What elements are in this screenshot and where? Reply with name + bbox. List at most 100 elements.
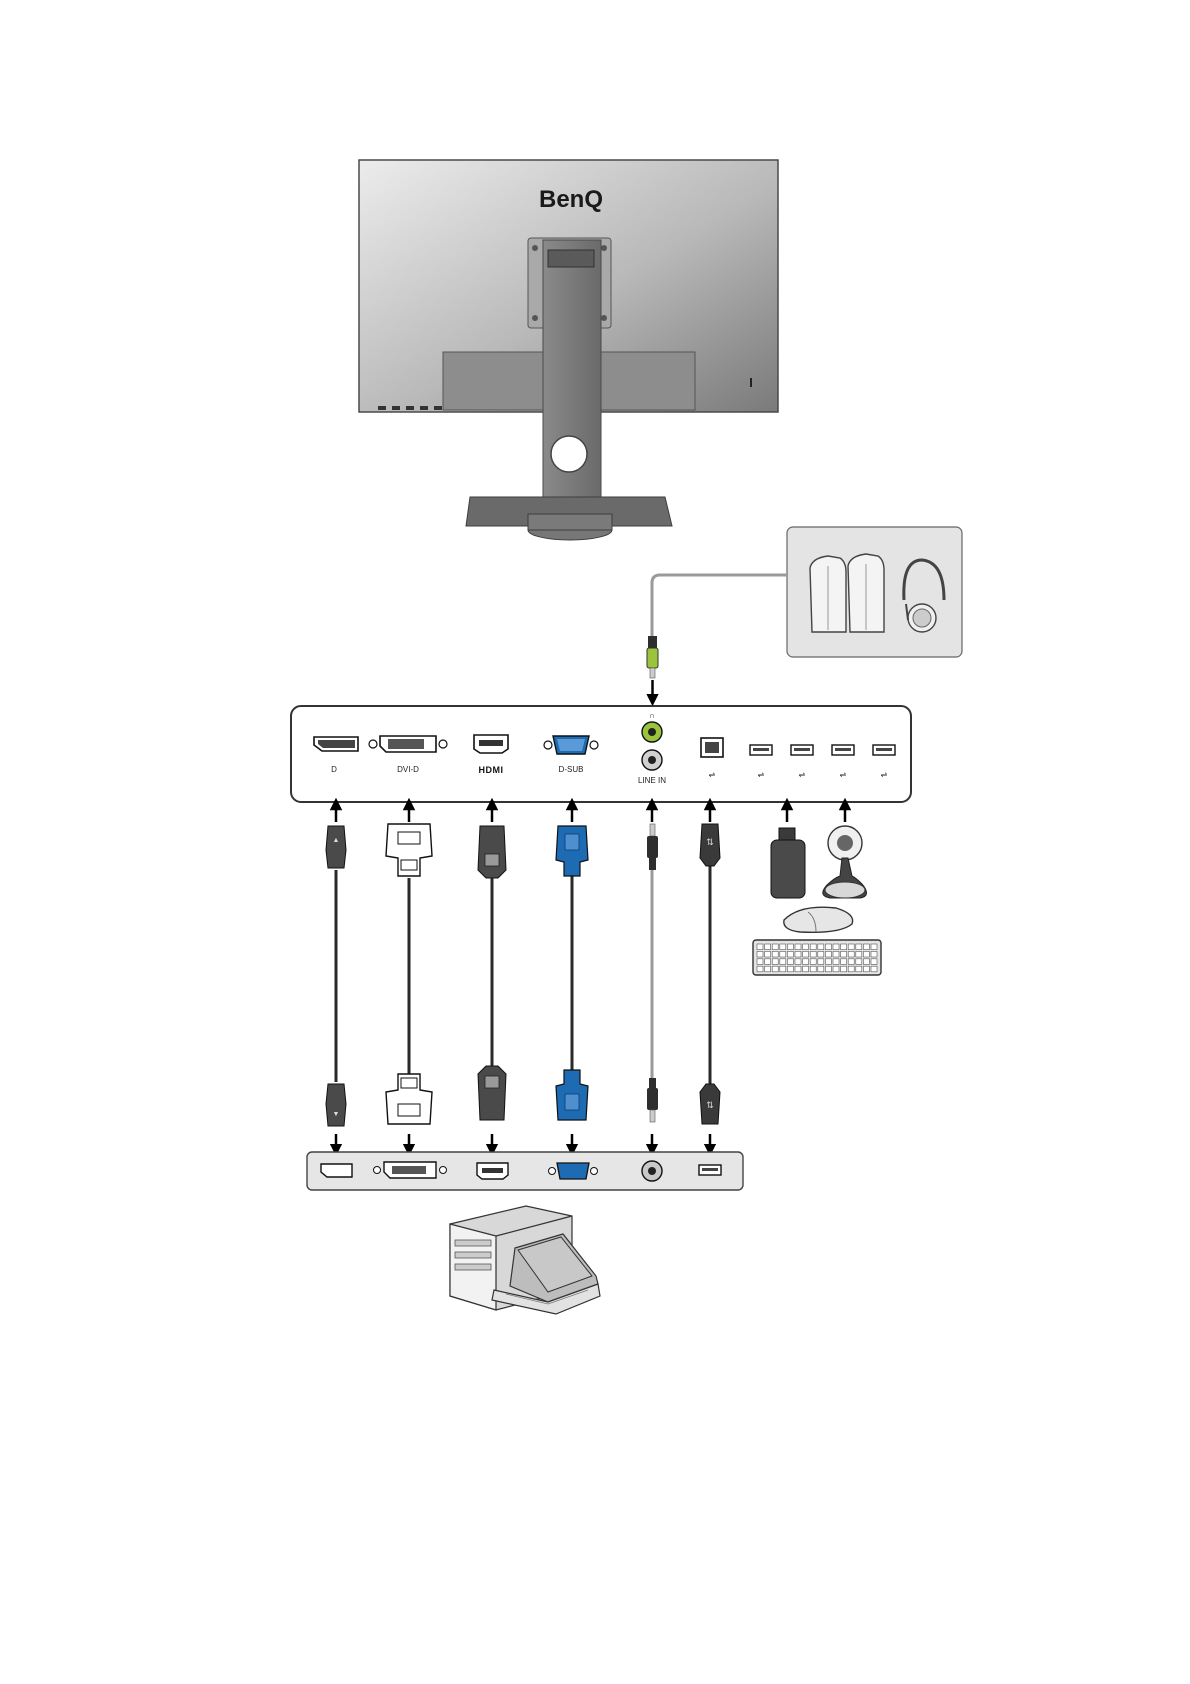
keyboard-key xyxy=(841,951,847,957)
keyboard-key xyxy=(871,944,877,950)
svg-text:⇅: ⇅ xyxy=(706,837,714,847)
mouse-icon xyxy=(784,907,853,932)
cable-hole xyxy=(551,436,587,472)
keyboard-key xyxy=(825,951,831,957)
keyboard-key xyxy=(863,944,869,950)
computer-io-panel xyxy=(307,1152,743,1190)
usb-a-3-label: ⇌ xyxy=(840,770,847,779)
keyboard-key xyxy=(795,944,801,950)
keyboard-key xyxy=(856,959,862,965)
keyboard-key xyxy=(848,951,854,957)
webcam-icon xyxy=(823,826,867,898)
down-arrows xyxy=(336,1134,710,1150)
green-audio-plug xyxy=(647,648,658,668)
io-panel-outline xyxy=(291,706,911,802)
keyboard-key xyxy=(833,959,839,965)
svg-text:▼: ▼ xyxy=(333,1111,340,1118)
line-in-cable xyxy=(647,824,658,1122)
keyboard-key xyxy=(848,944,854,950)
usb-a-1-label: ⇌ xyxy=(758,770,765,779)
stand-column xyxy=(543,240,601,516)
brand-logo: BenQ xyxy=(539,186,603,213)
keyboard-key xyxy=(848,959,854,965)
keyboard-key xyxy=(841,966,847,972)
keyboard-key xyxy=(787,966,793,972)
monitor-io-panel: D DVI-D HDMI D-SUB ∩ xyxy=(291,706,911,802)
keyboard-key xyxy=(772,944,778,950)
monitor-back: BenQ xyxy=(359,160,778,540)
keyboard-key xyxy=(757,966,763,972)
pc-usb-port xyxy=(699,1165,721,1175)
audio-devices-box xyxy=(787,527,962,657)
keyboard-key xyxy=(765,966,771,972)
keyboard-key xyxy=(833,966,839,972)
keyboard-key xyxy=(863,951,869,957)
keyboard-key xyxy=(795,959,801,965)
stand-handle xyxy=(548,250,594,267)
keyboard-key xyxy=(795,951,801,957)
keyboard-key xyxy=(871,959,877,965)
dp-label: D xyxy=(331,765,337,774)
usb-a-2-label: ⇌ xyxy=(799,770,806,779)
audio-out-cable xyxy=(647,575,787,700)
keyboard-key xyxy=(863,966,869,972)
keyboard-key xyxy=(818,944,824,950)
keyboard-key xyxy=(803,944,809,950)
keyboard-key xyxy=(787,959,793,965)
keyboard-key xyxy=(818,959,824,965)
up-arrows xyxy=(336,804,845,822)
keyboard-key xyxy=(757,959,763,965)
usb-a-4-label: ⇌ xyxy=(881,770,888,779)
keyboard-key xyxy=(856,951,862,957)
hdmi-cable xyxy=(478,826,506,1120)
dvi-label: DVI-D xyxy=(397,765,419,774)
keyboard-key xyxy=(765,951,771,957)
keyboard-key xyxy=(856,944,862,950)
keyboard-key xyxy=(787,951,793,957)
keyboard-key xyxy=(825,966,831,972)
keyboard-key xyxy=(803,951,809,957)
keyboard-key xyxy=(818,951,824,957)
keyboard-key xyxy=(833,951,839,957)
keyboard-key xyxy=(856,966,862,972)
keyboard-key xyxy=(765,944,771,950)
keyboard-key xyxy=(871,966,877,972)
pc-audio-jack xyxy=(642,1161,662,1181)
keyboard-key xyxy=(757,944,763,950)
keyboard-key xyxy=(803,966,809,972)
power-indicator xyxy=(750,378,752,387)
keyboard-key xyxy=(810,959,816,965)
pc-dp-port xyxy=(321,1164,352,1177)
svg-text:∩: ∩ xyxy=(649,711,655,720)
line-in-label: LINE IN xyxy=(638,776,666,785)
keyboard-key xyxy=(848,966,854,972)
svg-text:⇅: ⇅ xyxy=(706,1100,714,1110)
usb-b-label: ⇌ xyxy=(709,770,716,779)
pc-hdmi-port xyxy=(477,1163,508,1179)
keyboard-key xyxy=(780,951,786,957)
keyboard-key xyxy=(810,951,816,957)
keyboard-key xyxy=(810,944,816,950)
computer-panel-outline xyxy=(307,1152,743,1190)
keyboard-key xyxy=(803,959,809,965)
keyboard-key xyxy=(765,959,771,965)
usb-drive-icon xyxy=(771,828,805,898)
keyboard-key xyxy=(780,959,786,965)
keyboard-key xyxy=(818,966,824,972)
keyboard-key xyxy=(780,966,786,972)
keyboard-key xyxy=(871,951,877,957)
keyboard-key xyxy=(810,966,816,972)
keyboard-key xyxy=(833,944,839,950)
dsub-label: D-SUB xyxy=(559,765,584,774)
keyboard-key xyxy=(772,951,778,957)
vga-cable xyxy=(556,826,588,1120)
keyboard-key xyxy=(825,944,831,950)
keyboard-key xyxy=(772,966,778,972)
keyboard-key xyxy=(841,959,847,965)
keyboard-key xyxy=(795,966,801,972)
hdmi-label: HDMI xyxy=(479,765,504,775)
keyboard-key xyxy=(772,959,778,965)
keyboard-icon xyxy=(753,940,881,975)
keyboard-key xyxy=(787,944,793,950)
